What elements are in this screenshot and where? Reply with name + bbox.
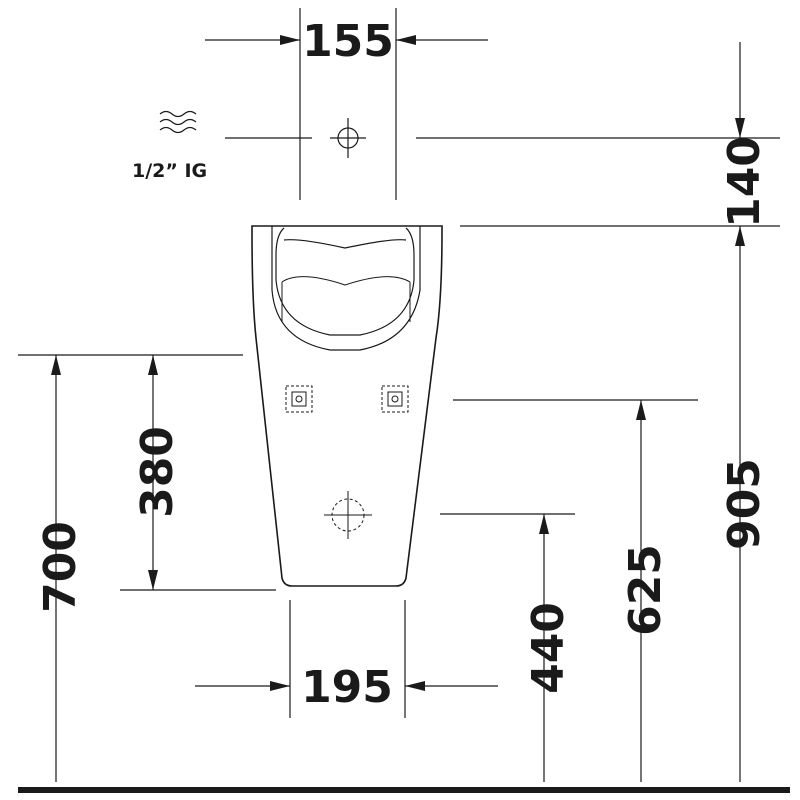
outlet-marker [324, 491, 372, 539]
dimension-440-label: 440 [523, 602, 574, 694]
dimension-625: 625 [620, 400, 671, 782]
dimension-380-label: 380 [132, 426, 183, 518]
wall-bracket-left [285, 385, 313, 413]
dimension-155-label: 155 [302, 16, 394, 67]
water-wave-icon [159, 110, 197, 134]
dimension-top-width: 155 [205, 8, 488, 200]
urinal-outline [251, 225, 443, 587]
dimension-bottom-width: 195 [195, 600, 498, 718]
inlet-marker [225, 118, 366, 158]
wall-bracket-right [381, 385, 409, 413]
dimension-380: 380 [132, 355, 183, 590]
dimension-440: 440 [523, 514, 574, 782]
dimension-625-label: 625 [620, 544, 671, 636]
inlet-thread-label: 1/2” IG [132, 160, 207, 182]
dimension-905-label: 905 [719, 458, 770, 550]
dimension-700-label: 700 [35, 521, 86, 613]
dimension-140: 140 [719, 42, 770, 228]
dimension-700: 700 [35, 355, 86, 782]
dimension-140-label: 140 [719, 136, 770, 228]
dimension-195-label: 195 [301, 662, 393, 713]
dimension-905: 905 [719, 226, 770, 782]
